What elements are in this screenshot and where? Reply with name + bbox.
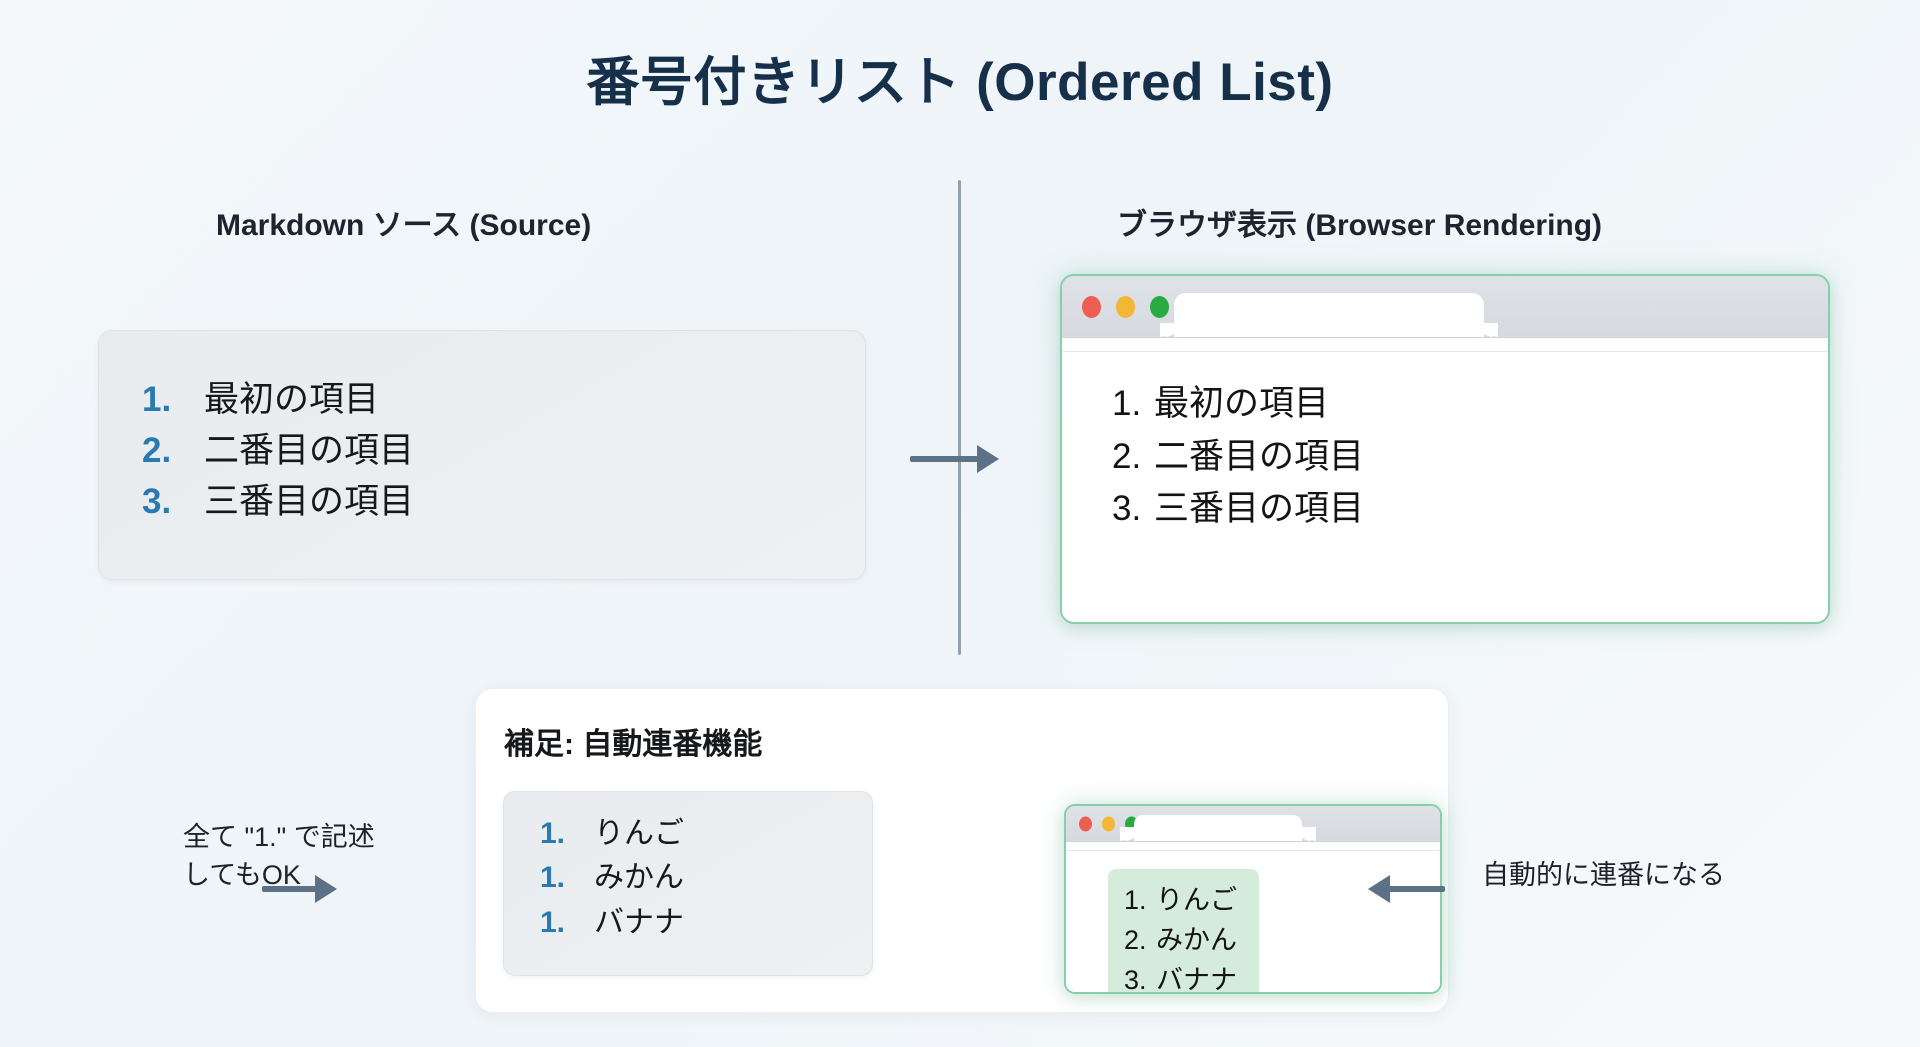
- annotation-arrow-right: [1368, 875, 1445, 903]
- note-markdown-source-list: 1. りんご 1. みかん 1. バナナ: [540, 812, 684, 945]
- browser-content: 1. 最初の項目 2. 二番目の項目 3. 三番目の項目: [1062, 352, 1828, 621]
- browser-tab[interactable]: [1160, 293, 1498, 337]
- arrow-shaft: [910, 456, 978, 462]
- browser-window-note: 1. りんご 2. みかん 3. バナナ: [1064, 804, 1442, 994]
- list-marker: 3.: [1112, 489, 1142, 528]
- list-text: 最初の項目: [1154, 384, 1330, 423]
- annotation-left-line2: してもOK: [183, 860, 301, 891]
- list-item: 1. みかん: [540, 856, 684, 900]
- markdown-source-box: 1. 最初の項目 2. 二番目の項目 3. 三番目の項目: [98, 330, 866, 580]
- minimize-yellow-icon[interactable]: [1116, 295, 1135, 318]
- list-item: 3. バナナ: [1124, 961, 1237, 994]
- list-item: 1. りんご: [540, 812, 684, 856]
- list-marker: 2.: [1124, 924, 1147, 955]
- list-text: 最初の項目: [204, 380, 380, 419]
- list-item: 1. りんご: [1124, 881, 1237, 921]
- annotation-right: 自動的に連番になる: [1482, 860, 1725, 890]
- browser-content: 1. りんご 2. みかん 3. バナナ: [1066, 851, 1440, 994]
- list-marker: 1.: [1112, 384, 1142, 423]
- browser-window-main: 1. 最初の項目 2. 二番目の項目 3. 三番目の項目: [1060, 274, 1830, 624]
- list-text: バナナ: [594, 905, 684, 939]
- list-marker: 1.: [142, 380, 172, 419]
- rendered-ordered-list: 1. 最初の項目 2. 二番目の項目 3. 三番目の項目: [1112, 378, 1364, 536]
- list-text: 二番目の項目: [1154, 436, 1365, 476]
- list-marker: 2.: [142, 430, 172, 470]
- annotation-left: 全て "1." で記述 してもOK: [183, 818, 443, 895]
- annotation-arrow-left: [262, 875, 337, 903]
- maximize-green-icon[interactable]: [1150, 295, 1169, 318]
- list-item: 3. 三番目の項目: [1112, 483, 1364, 536]
- auto-numbering-note-panel: 補足: 自動連番機能 1. りんご 1. みかん 1. バナナ: [475, 688, 1449, 1013]
- list-item: 2. みかん: [1124, 921, 1237, 961]
- list-text: りんご: [594, 817, 684, 850]
- list-text: みかん: [594, 861, 684, 895]
- list-marker: 1.: [540, 817, 566, 850]
- browser-tab[interactable]: [1120, 815, 1316, 841]
- list-item: 2. 二番目の項目: [142, 426, 414, 477]
- column-header-source: Markdown ソース (Source): [216, 209, 592, 242]
- list-text: 三番目の項目: [204, 481, 415, 521]
- arrow-shaft: [262, 886, 316, 892]
- list-marker: 2.: [1112, 436, 1142, 476]
- arrow-shaft: [1389, 886, 1445, 892]
- list-text: 三番目の項目: [1154, 489, 1365, 528]
- note-panel-title: 補足: 自動連番機能: [504, 728, 763, 761]
- browser-toolbar: [1066, 842, 1440, 851]
- list-item: 2. 二番目の項目: [1112, 431, 1364, 484]
- list-item: 3. 三番目の項目: [142, 477, 414, 528]
- window-controls: [1082, 295, 1169, 318]
- list-marker: 1.: [1124, 885, 1147, 915]
- arrow-head-icon: [1368, 875, 1390, 903]
- list-marker: 1.: [540, 905, 566, 939]
- list-text: みかん: [1156, 924, 1237, 955]
- arrow-head-icon: [315, 875, 337, 903]
- vertical-divider: [958, 180, 961, 655]
- close-red-icon[interactable]: [1079, 816, 1092, 831]
- list-marker: 3.: [1124, 964, 1147, 994]
- list-marker: 3.: [142, 481, 172, 521]
- transform-arrow-main: [910, 445, 999, 473]
- list-text: バナナ: [1156, 964, 1237, 994]
- browser-titlebar: [1062, 276, 1828, 338]
- list-item: 1. 最初の項目: [142, 375, 414, 426]
- close-red-icon[interactable]: [1082, 295, 1101, 318]
- rendered-ordered-list: 1. りんご 2. みかん 3. バナナ: [1124, 881, 1237, 994]
- note-markdown-source-box: 1. りんご 1. みかん 1. バナナ: [503, 791, 873, 976]
- list-item: 1. バナナ: [540, 901, 684, 945]
- highlighted-list-block: 1. りんご 2. みかん 3. バナナ: [1108, 869, 1259, 994]
- list-text: りんご: [1156, 885, 1237, 915]
- arrow-head-icon: [977, 445, 999, 473]
- list-text: 二番目の項目: [204, 430, 415, 470]
- list-item: 1. 最初の項目: [1112, 378, 1364, 431]
- minimize-yellow-icon[interactable]: [1102, 816, 1115, 831]
- annotation-left-line1: 全て "1." で記述: [183, 822, 375, 852]
- list-marker: 1.: [540, 861, 566, 895]
- browser-titlebar: [1066, 806, 1440, 842]
- column-header-rendering: ブラウザ表示 (Browser Rendering): [1117, 209, 1603, 242]
- browser-toolbar: [1062, 338, 1828, 352]
- markdown-source-list: 1. 最初の項目 2. 二番目の項目 3. 三番目の項目: [142, 375, 414, 527]
- page-title: 番号付きリスト (Ordered List): [586, 53, 1334, 112]
